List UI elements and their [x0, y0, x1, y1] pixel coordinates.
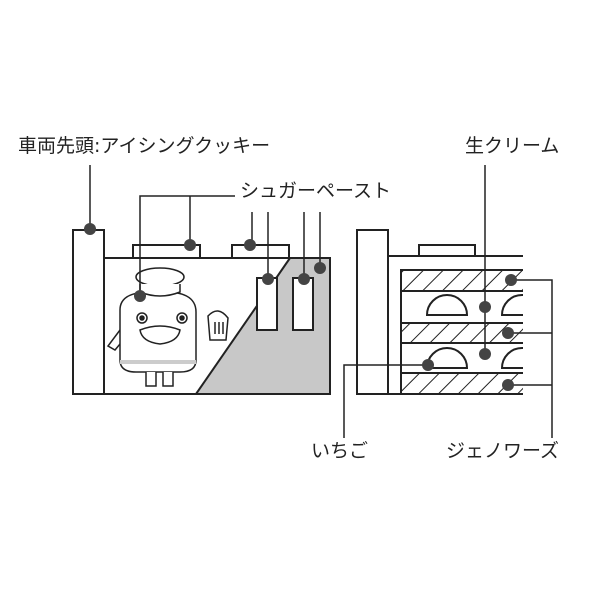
label-cream: 生クリーム	[465, 135, 560, 157]
label-front-icing-cookie: 車両先頭:アイシングクッキー	[18, 135, 271, 157]
right-car	[356, 229, 523, 395]
character-illustration	[106, 267, 229, 387]
label-sugar-paste: シュガーペースト	[240, 180, 392, 202]
label-strawberry: いちご	[311, 440, 369, 462]
left-car	[72, 229, 331, 395]
leader-lines	[89, 165, 553, 438]
label-genoise: ジェノワーズ	[446, 440, 560, 462]
callout-dots	[84, 223, 517, 391]
